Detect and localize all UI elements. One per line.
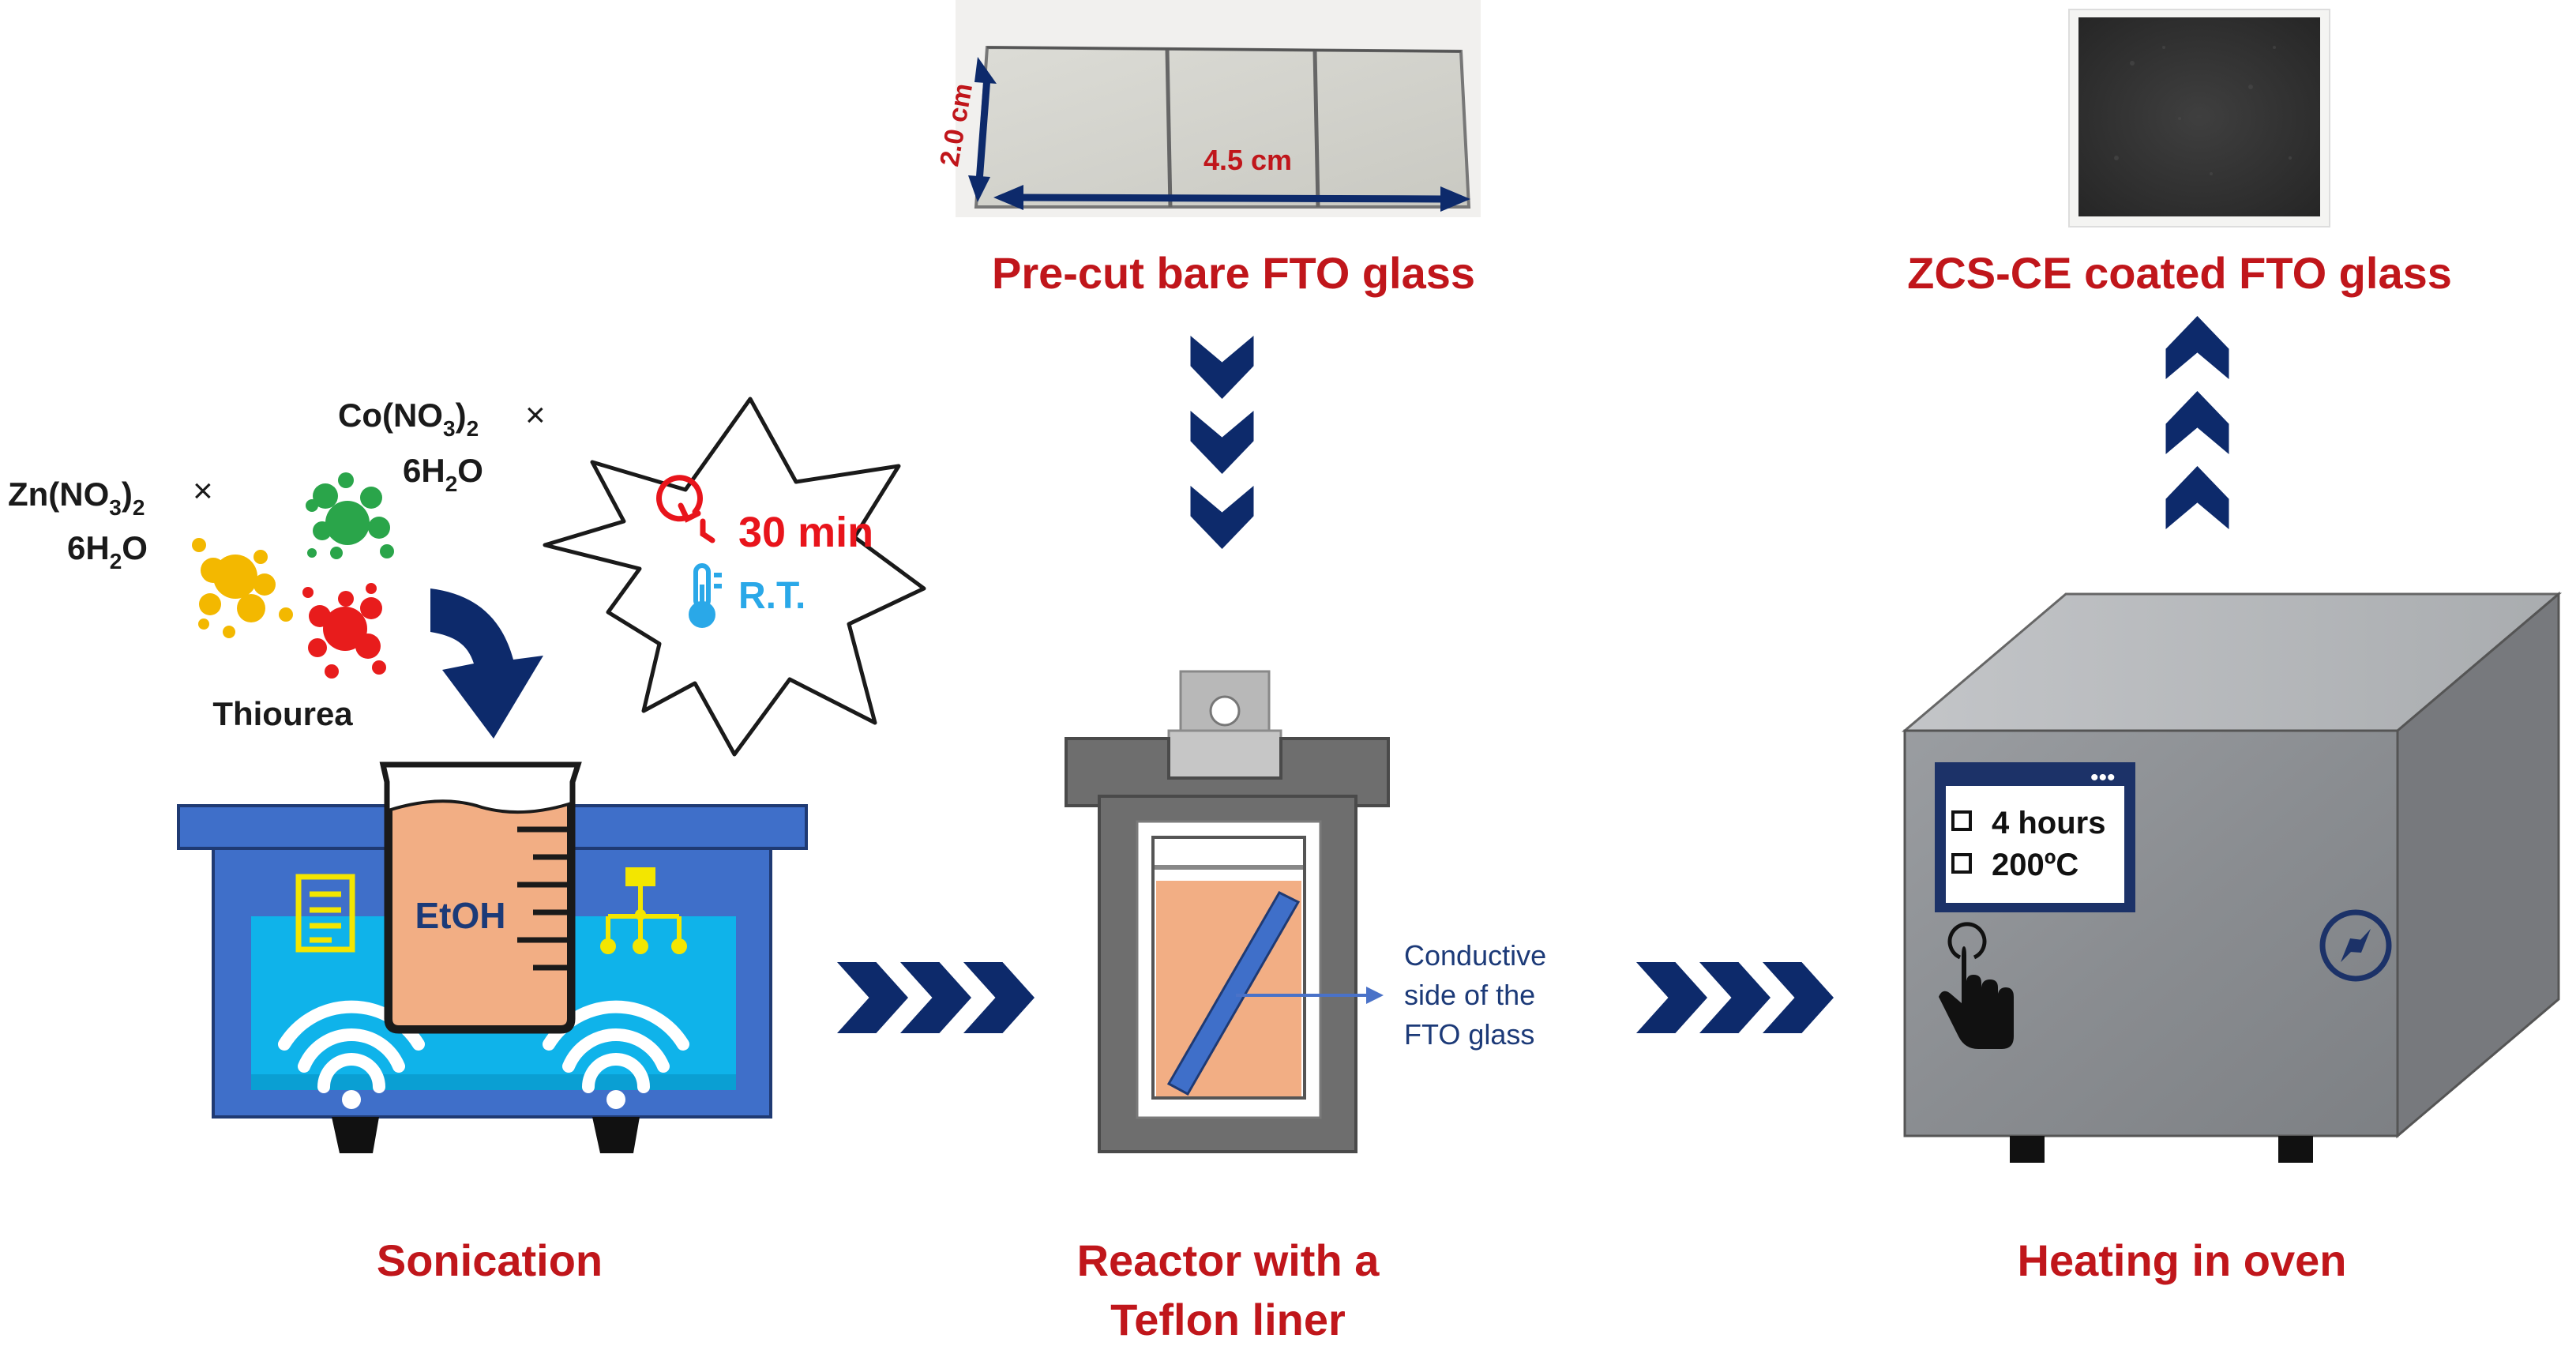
compass-icon — [2319, 909, 2392, 982]
zn-nitrate-label: Zn(NO3)2 × 6H2O — [8, 472, 213, 573]
beaker: EtOH — [379, 761, 582, 1034]
zn-particles — [192, 538, 293, 638]
checkbox-icon — [1951, 853, 1972, 874]
pour-arrow — [430, 588, 543, 739]
display-temperature: 200ºC — [1992, 848, 2078, 882]
svg-text:6H2O: 6H2O — [403, 452, 483, 496]
coated-fto-label: ZCS-CE coated FTO glass — [1907, 248, 2452, 298]
network-icon — [600, 867, 687, 954]
clock-icon — [656, 475, 715, 543]
time-condition: 30 min — [738, 509, 873, 556]
thermometer-icon — [689, 563, 722, 628]
co-nitrate-label: Co(NO3)2 × 6H2O — [338, 396, 546, 496]
svg-text:6H2O: 6H2O — [67, 529, 148, 573]
down-arrows — [1190, 336, 1254, 549]
right-arrows-2 — [1636, 962, 1834, 1033]
svg-text:Conductive: Conductive — [1404, 939, 1546, 972]
display-duration: 4 hours — [1992, 806, 2105, 840]
coated-fto-photo — [2068, 9, 2330, 227]
autoclave-reactor — [1065, 670, 1390, 1153]
heating-label: Heating in oven — [2018, 1235, 2347, 1285]
thiourea-particles — [302, 583, 386, 679]
temperature-condition: R.T. — [738, 575, 805, 617]
svg-text:side of the: side of the — [1404, 979, 1535, 1011]
width-dimension-label: 4.5 cm — [1204, 144, 1292, 176]
right-arrows-1 — [837, 962, 1035, 1033]
sonication-label: Sonication — [377, 1235, 603, 1285]
svg-text:Zn(NO3)2: Zn(NO3)2 — [8, 476, 145, 520]
sonication-bath: EtOH — [177, 761, 808, 1153]
height-dimension-arrow — [968, 57, 997, 202]
conditions-burst: 30 min R.T. — [543, 397, 926, 757]
conductive-side-note: Conductive side of the FTO glass — [1404, 939, 1546, 1051]
checkbox-icon — [1951, 810, 1972, 831]
width-dimension-arrow — [993, 185, 1470, 212]
reactor-label-line1: Reactor with a — [1077, 1235, 1380, 1285]
svg-text:Co(NO3)2: Co(NO3)2 — [338, 397, 479, 441]
svg-text:×: × — [525, 396, 546, 434]
up-arrows — [2165, 316, 2229, 529]
touch-hand-icon — [1939, 922, 2014, 1049]
display-dots: ••• — [2090, 765, 2116, 791]
svg-text:×: × — [193, 472, 213, 510]
co-particles — [306, 472, 394, 559]
beaker-solvent-label: EtOH — [415, 895, 506, 936]
precut-fto-label: Pre-cut bare FTO glass — [992, 248, 1475, 298]
precut-fto-photo: 2.0 cm 4.5 cm — [934, 0, 1481, 217]
oven: ••• 4 hours 200ºC — [1901, 591, 2563, 1163]
oven-display: ••• 4 hours 200ºC — [1935, 762, 2135, 912]
document-icon — [295, 874, 355, 953]
thiourea-label: Thiourea — [212, 695, 353, 732]
svg-text:FTO glass: FTO glass — [1404, 1018, 1534, 1051]
reactor-label-line2: Teflon liner — [1110, 1295, 1346, 1344]
